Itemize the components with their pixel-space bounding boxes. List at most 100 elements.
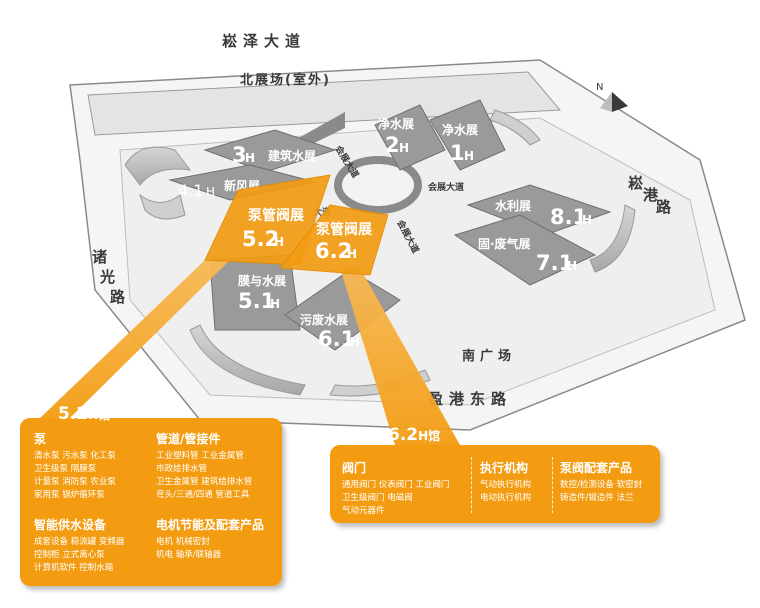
hall-1h[interactable]: 净水展 1 H — [429, 99, 506, 171]
hall-2h-block — [374, 104, 446, 171]
hall-5-2h-name: 泵管阀展 — [248, 207, 304, 224]
curved-hall-northwest — [124, 146, 192, 186]
hall-6-2h-number: 6.2 — [315, 239, 352, 263]
group-motors: 电机节能及配套产品 电机 机械密封 机电 轴承/联轴器 — [156, 516, 264, 562]
group-smart-water-line: 成套设备 稳流罐 变频器 — [34, 537, 125, 547]
group-pipes-line: 卫生金属管 建筑给排水管 — [156, 477, 253, 487]
panel-divider — [552, 457, 553, 513]
hall-6-1h-suffix: H — [350, 335, 360, 349]
hall-4-1h[interactable]: 4.1 H 新风展 — [168, 164, 316, 201]
hall-5-1h-number: 5.1 — [238, 289, 275, 313]
road-west-label-3: 路 — [110, 288, 131, 306]
north-plaza-label: 北展场(室外) — [240, 72, 331, 88]
hall-2h-name: 净水展 — [378, 116, 414, 131]
hall-2h[interactable]: 净水展 2 H — [374, 104, 446, 171]
hall-5-2h[interactable]: 泵管阀展 5.2 H — [204, 174, 331, 266]
hall-3h-suffix: H — [245, 151, 255, 165]
curved-hall-northeast — [489, 109, 541, 146]
hall-5-2h-panel-title: 5.2H馆 — [58, 404, 110, 424]
group-pumps-line: 家用泵 锅炉循环泵 — [34, 490, 105, 500]
hall-1h-number: 1 — [450, 141, 465, 165]
compass: N — [596, 82, 628, 112]
group-actuators-line: 电动执行机构 — [480, 493, 532, 503]
hall-5-1h-name: 膜与水展 — [238, 273, 286, 288]
group-motors-line: 机电 轴承/联轴器 — [156, 550, 222, 560]
hall-4-1h-number: 4.1 — [178, 181, 203, 200]
group-valves-line: 气动元器件 — [342, 506, 385, 516]
panel-5-2h-unit: 馆 — [98, 408, 111, 422]
inner-road-label-2: 会展大道 — [428, 181, 464, 193]
hall-8-1h-suffix: H — [582, 213, 592, 227]
hall-6-2h-panel: 6.2H馆 阀门 通用阀门 仪表阀门 工业阀门 卫生级阀门 电磁阀 气动元器件 … — [330, 425, 660, 523]
group-pipes-line: 弯头/三通/四通 管道工具 — [156, 490, 250, 500]
hall-3h[interactable]: 3 H 建筑水展 — [203, 129, 337, 173]
panel-divider — [471, 457, 472, 513]
hall-7-1h-name: 固·废气展 — [478, 236, 531, 251]
hall-3h-number: 3 — [232, 143, 247, 167]
group-actuators: 执行机构 气动执行机构 电动执行机构 — [480, 459, 531, 505]
hall-7-1h-number: 7.1 — [536, 251, 573, 275]
group-pipes-line: 工业塑料管 工业金属管 — [156, 451, 244, 461]
hall-1h-suffix: H — [464, 149, 474, 163]
group-motors-line: 电机 机械密封 — [156, 537, 210, 547]
group-valves-line: 卫生级阀门 电磁阀 — [342, 493, 413, 503]
hall-6-2h-block — [279, 204, 389, 276]
hall-3h-name: 建筑水展 — [267, 148, 316, 163]
hall-2h-number: 2 — [385, 133, 400, 157]
road-south-label: 盈港东路 — [427, 390, 512, 408]
group-actuators-line: 气动执行机构 — [480, 480, 532, 490]
hall-6-2h[interactable]: 泵管阀展 6.2 H — [279, 204, 389, 276]
north-arrow-icon — [612, 92, 628, 112]
hall-2h-suffix: H — [399, 141, 409, 155]
group-valves-heading: 阀门 — [342, 461, 367, 475]
group-actuators-heading: 执行机构 — [480, 461, 529, 475]
group-smart-water: 智能供水设备 成套设备 稳流罐 变频器 控制柜 立式离心泵 计算机软件 控制水箱 — [34, 516, 124, 575]
hall-8-1h-name: 水利展 — [495, 198, 531, 213]
hall-8-1h[interactable]: 水利展 8.1 H — [466, 184, 612, 236]
group-pumps-line: 卫生级泵 隔膜泵 — [34, 464, 97, 474]
group-valve-accessories-line: 铸造件/锻造件 法兰 — [560, 493, 634, 503]
group-valve-accessories-heading: 泵阀配套产品 — [560, 461, 633, 475]
central-ring — [334, 156, 422, 214]
group-smart-water-line: 控制柜 立式离心泵 — [34, 550, 105, 560]
hall-6-1h-name: 污废水展 — [300, 312, 348, 327]
group-pipes-heading: 管道/管接件 — [156, 432, 221, 446]
callout-beam-6-2h — [340, 268, 460, 445]
curved-hall-east — [589, 204, 636, 273]
panel-6-2h-unit: 馆 — [428, 429, 441, 443]
group-pumps-line: 清水泵 污水泵 化工泵 — [34, 451, 116, 461]
hall-7-1h[interactable]: 固·废气展 7.1 H — [453, 214, 597, 286]
group-valves-line: 通用阀门 仪表阀门 工业阀门 — [342, 480, 450, 490]
north-arrow-tail-icon — [600, 92, 612, 112]
hall-4-1h-suffix: H — [206, 185, 215, 199]
hall-6-2h-panel-title: 6.2H馆 — [388, 425, 440, 445]
hall-7-1h-suffix: H — [567, 259, 577, 273]
group-pumps-heading: 泵 — [34, 432, 47, 446]
group-valve-accessories-line: 数控/检测设备 软密封 — [560, 480, 643, 490]
road-west-label-2: 光 — [99, 268, 121, 286]
hall-1h-block — [429, 99, 506, 171]
road-east-label-3: 路 — [656, 198, 677, 216]
south-plaza-label: 南广场 — [462, 348, 516, 364]
road-east-label-2: 港 — [643, 186, 664, 204]
curved-hall-south — [329, 369, 431, 397]
road-east-label-1: 崧 — [628, 174, 649, 192]
road-north-label: 崧泽大道 — [222, 32, 306, 50]
group-smart-water-line: 计算机软件 控制水箱 — [34, 563, 114, 573]
hall-1h-name: 净水展 — [442, 122, 478, 137]
group-smart-water-heading: 智能供水设备 — [34, 518, 107, 532]
hall-7-1h-block — [453, 214, 597, 286]
panel-6-2h-num: 6.2 — [388, 425, 419, 445]
hall-6-2h-suffix: H — [347, 247, 357, 261]
hall-5-2h-panel: 5.2H馆 泵 清水泵 污水泵 化工泵 卫生级泵 隔膜泵 计量泵 消防泵 农业泵… — [20, 404, 282, 586]
compass-label: N — [596, 82, 603, 93]
hall-3h-block — [203, 129, 337, 173]
panel-5-2h-num: 5.2 — [58, 404, 89, 424]
hall-5-1h-suffix: H — [270, 297, 280, 311]
group-pumps: 泵 清水泵 污水泵 化工泵 卫生级泵 隔膜泵 计量泵 消防泵 农业泵 家用泵 锅… — [34, 430, 116, 502]
group-pipes-line: 市政给排水管 — [156, 464, 208, 474]
hall-8-1h-number: 8.1 — [550, 205, 587, 229]
curved-hall-southwest — [189, 324, 306, 396]
callout-beam-5-2h — [40, 260, 230, 418]
panel-6-2h-suffix: H — [418, 429, 429, 443]
